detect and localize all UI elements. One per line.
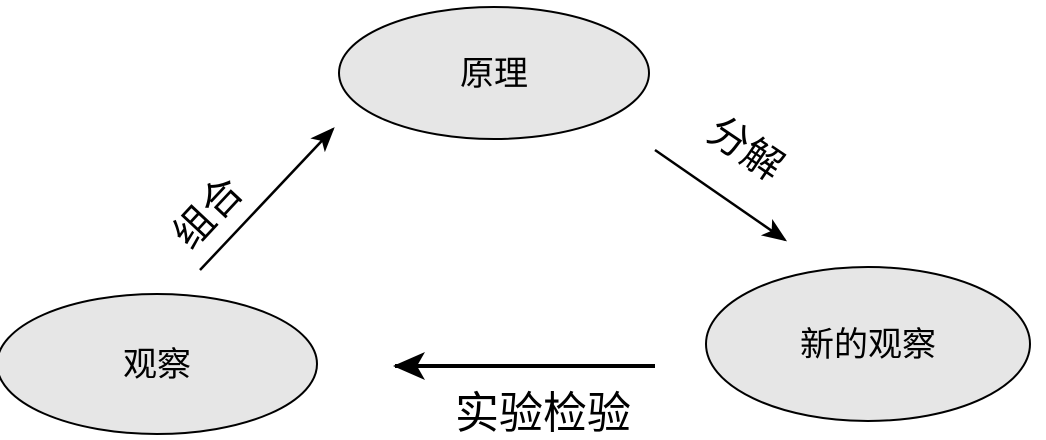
node-new-observation: 新的观察 (705, 266, 1031, 422)
node-observation: 观察 (0, 293, 318, 435)
edge-experimental-test: 实验检验 (393, 352, 655, 439)
node-new-observation-label: 新的观察 (800, 325, 936, 365)
edge-combine-arrow (199, 127, 335, 271)
node-observation-label: 观察 (123, 345, 191, 385)
edge-combine-label: 组合 (164, 168, 252, 258)
edge-decompose: 分解 (654, 108, 791, 242)
edge-decompose-label: 分解 (699, 108, 791, 191)
node-principle-label: 原理 (460, 54, 528, 94)
edge-decompose-arrow (654, 148, 788, 242)
node-new-observation-shape (705, 266, 1031, 422)
node-principle-shape (338, 6, 650, 140)
node-observation-shape (0, 293, 318, 435)
edge-combine: 组合 (164, 127, 335, 271)
node-principle: 原理 (338, 6, 650, 140)
edge-experimental-test-label: 实验检验 (455, 388, 631, 439)
